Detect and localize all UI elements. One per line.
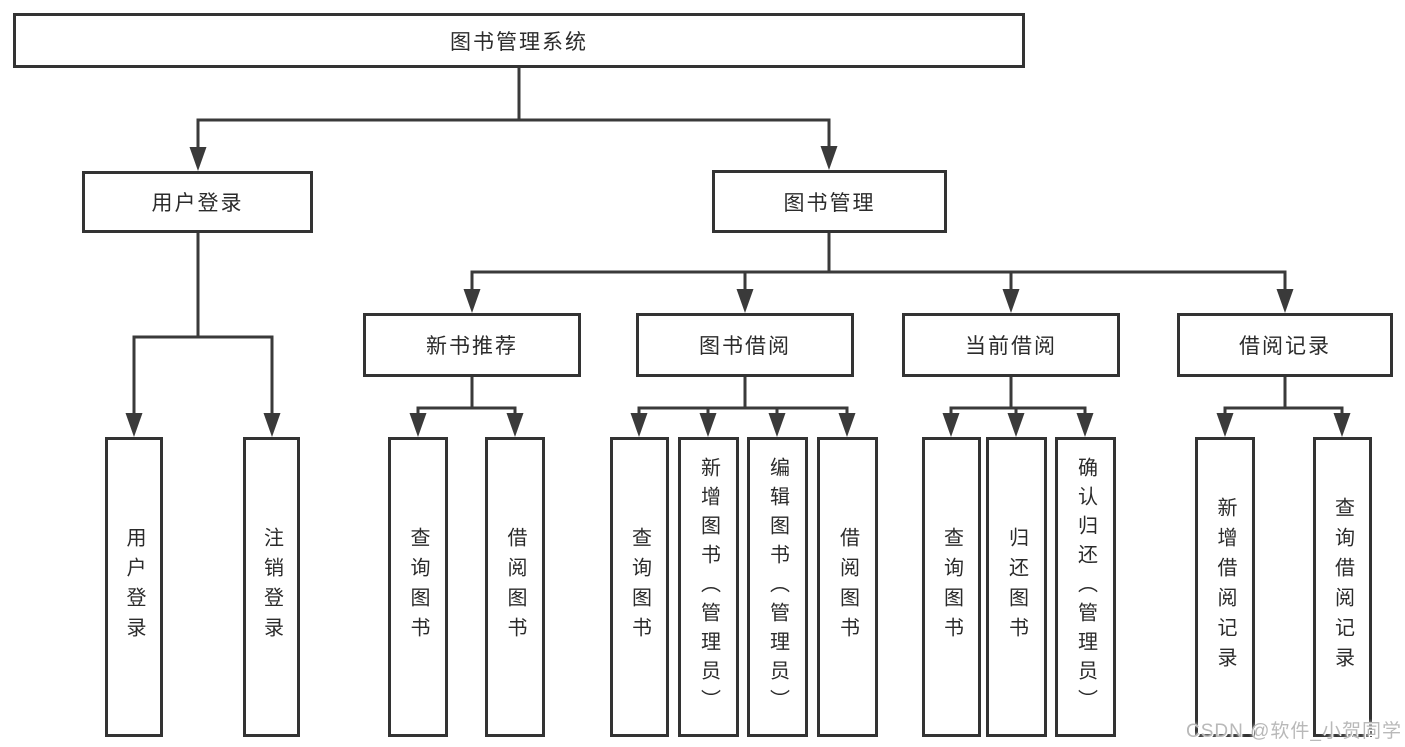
node-current-borrow-label: 当前借阅 [965, 335, 1057, 358]
leaf-query-book-borrow-label: 查询图书 [628, 527, 651, 647]
leaf-query-book-recommend-label: 查询图书 [407, 527, 429, 647]
leaf-edit-book-admin: 编辑图书（管理员） [747, 437, 808, 737]
node-root-system-label: 图书管理系统 [450, 30, 588, 54]
leaf-edit-book-admin-label: 编辑图书（管理员） [766, 456, 789, 718]
leaf-add-borrow-record-label: 新增借阅记录 [1214, 497, 1236, 677]
leaf-query-borrow-record: 查询借阅记录 [1313, 437, 1372, 737]
leaf-confirm-return-admin-label: 确认归还（管理员） [1074, 456, 1097, 718]
leaf-query-book-borrow: 查询图书 [610, 437, 669, 737]
node-book-borrow: 图书借阅 [636, 313, 854, 377]
leaf-user-login-label: 用户登录 [123, 527, 145, 647]
node-user-login-label: 用户登录 [151, 192, 244, 215]
node-user-login: 用户登录 [82, 171, 313, 233]
csdn-watermark: CSDN @软件_小贺同学 [1186, 721, 1402, 742]
node-book-management: 图书管理 [712, 170, 947, 233]
leaf-borrow-book-recommend: 借阅图书 [485, 437, 545, 737]
connector-user-login-branch [125, 233, 281, 437]
leaf-return-book: 归还图书 [986, 437, 1047, 737]
node-current-borrow: 当前借阅 [902, 313, 1120, 377]
leaf-borrow-book: 借阅图书 [817, 437, 878, 737]
leaf-return-book-label: 归还图书 [1005, 527, 1028, 647]
leaf-borrow-book-recommend-label: 借阅图书 [504, 527, 526, 647]
node-book-management-label: 图书管理 [783, 191, 876, 215]
leaf-confirm-return-admin: 确认归还（管理员） [1055, 437, 1116, 737]
node-borrow-record-label: 借阅记录 [1239, 335, 1331, 358]
leaf-add-book-admin: 新增图书（管理员） [678, 437, 739, 737]
connector-current-borrow-branch [942, 377, 1094, 437]
node-borrow-record: 借阅记录 [1177, 313, 1393, 377]
connector-book-borrow-branch [630, 377, 856, 437]
leaf-query-book-current-label: 查询图书 [940, 527, 963, 647]
connector-borrow-record-branch [1216, 377, 1351, 437]
connector-root-branch [189, 68, 838, 171]
leaf-logout-label: 注销登录 [260, 527, 283, 647]
connector-book-mgmt-branch [463, 233, 1294, 313]
leaf-logout: 注销登录 [243, 437, 300, 737]
leaf-borrow-book-label: 借阅图书 [836, 527, 859, 647]
node-book-borrow-label: 图书借阅 [699, 335, 791, 358]
leaf-query-book-recommend: 查询图书 [388, 437, 448, 737]
node-new-book-recommend-label: 新书推荐 [426, 335, 518, 358]
leaf-query-borrow-record-label: 查询借阅记录 [1331, 497, 1354, 677]
leaf-user-login: 用户登录 [105, 437, 163, 737]
leaf-query-book-current: 查询图书 [922, 437, 981, 737]
node-new-book-recommend: 新书推荐 [363, 313, 581, 377]
connector-new-book-branch [409, 377, 524, 437]
leaf-add-book-admin-label: 新增图书（管理员） [697, 456, 720, 718]
node-root-system: 图书管理系统 [13, 13, 1025, 68]
leaf-add-borrow-record: 新增借阅记录 [1195, 437, 1255, 737]
